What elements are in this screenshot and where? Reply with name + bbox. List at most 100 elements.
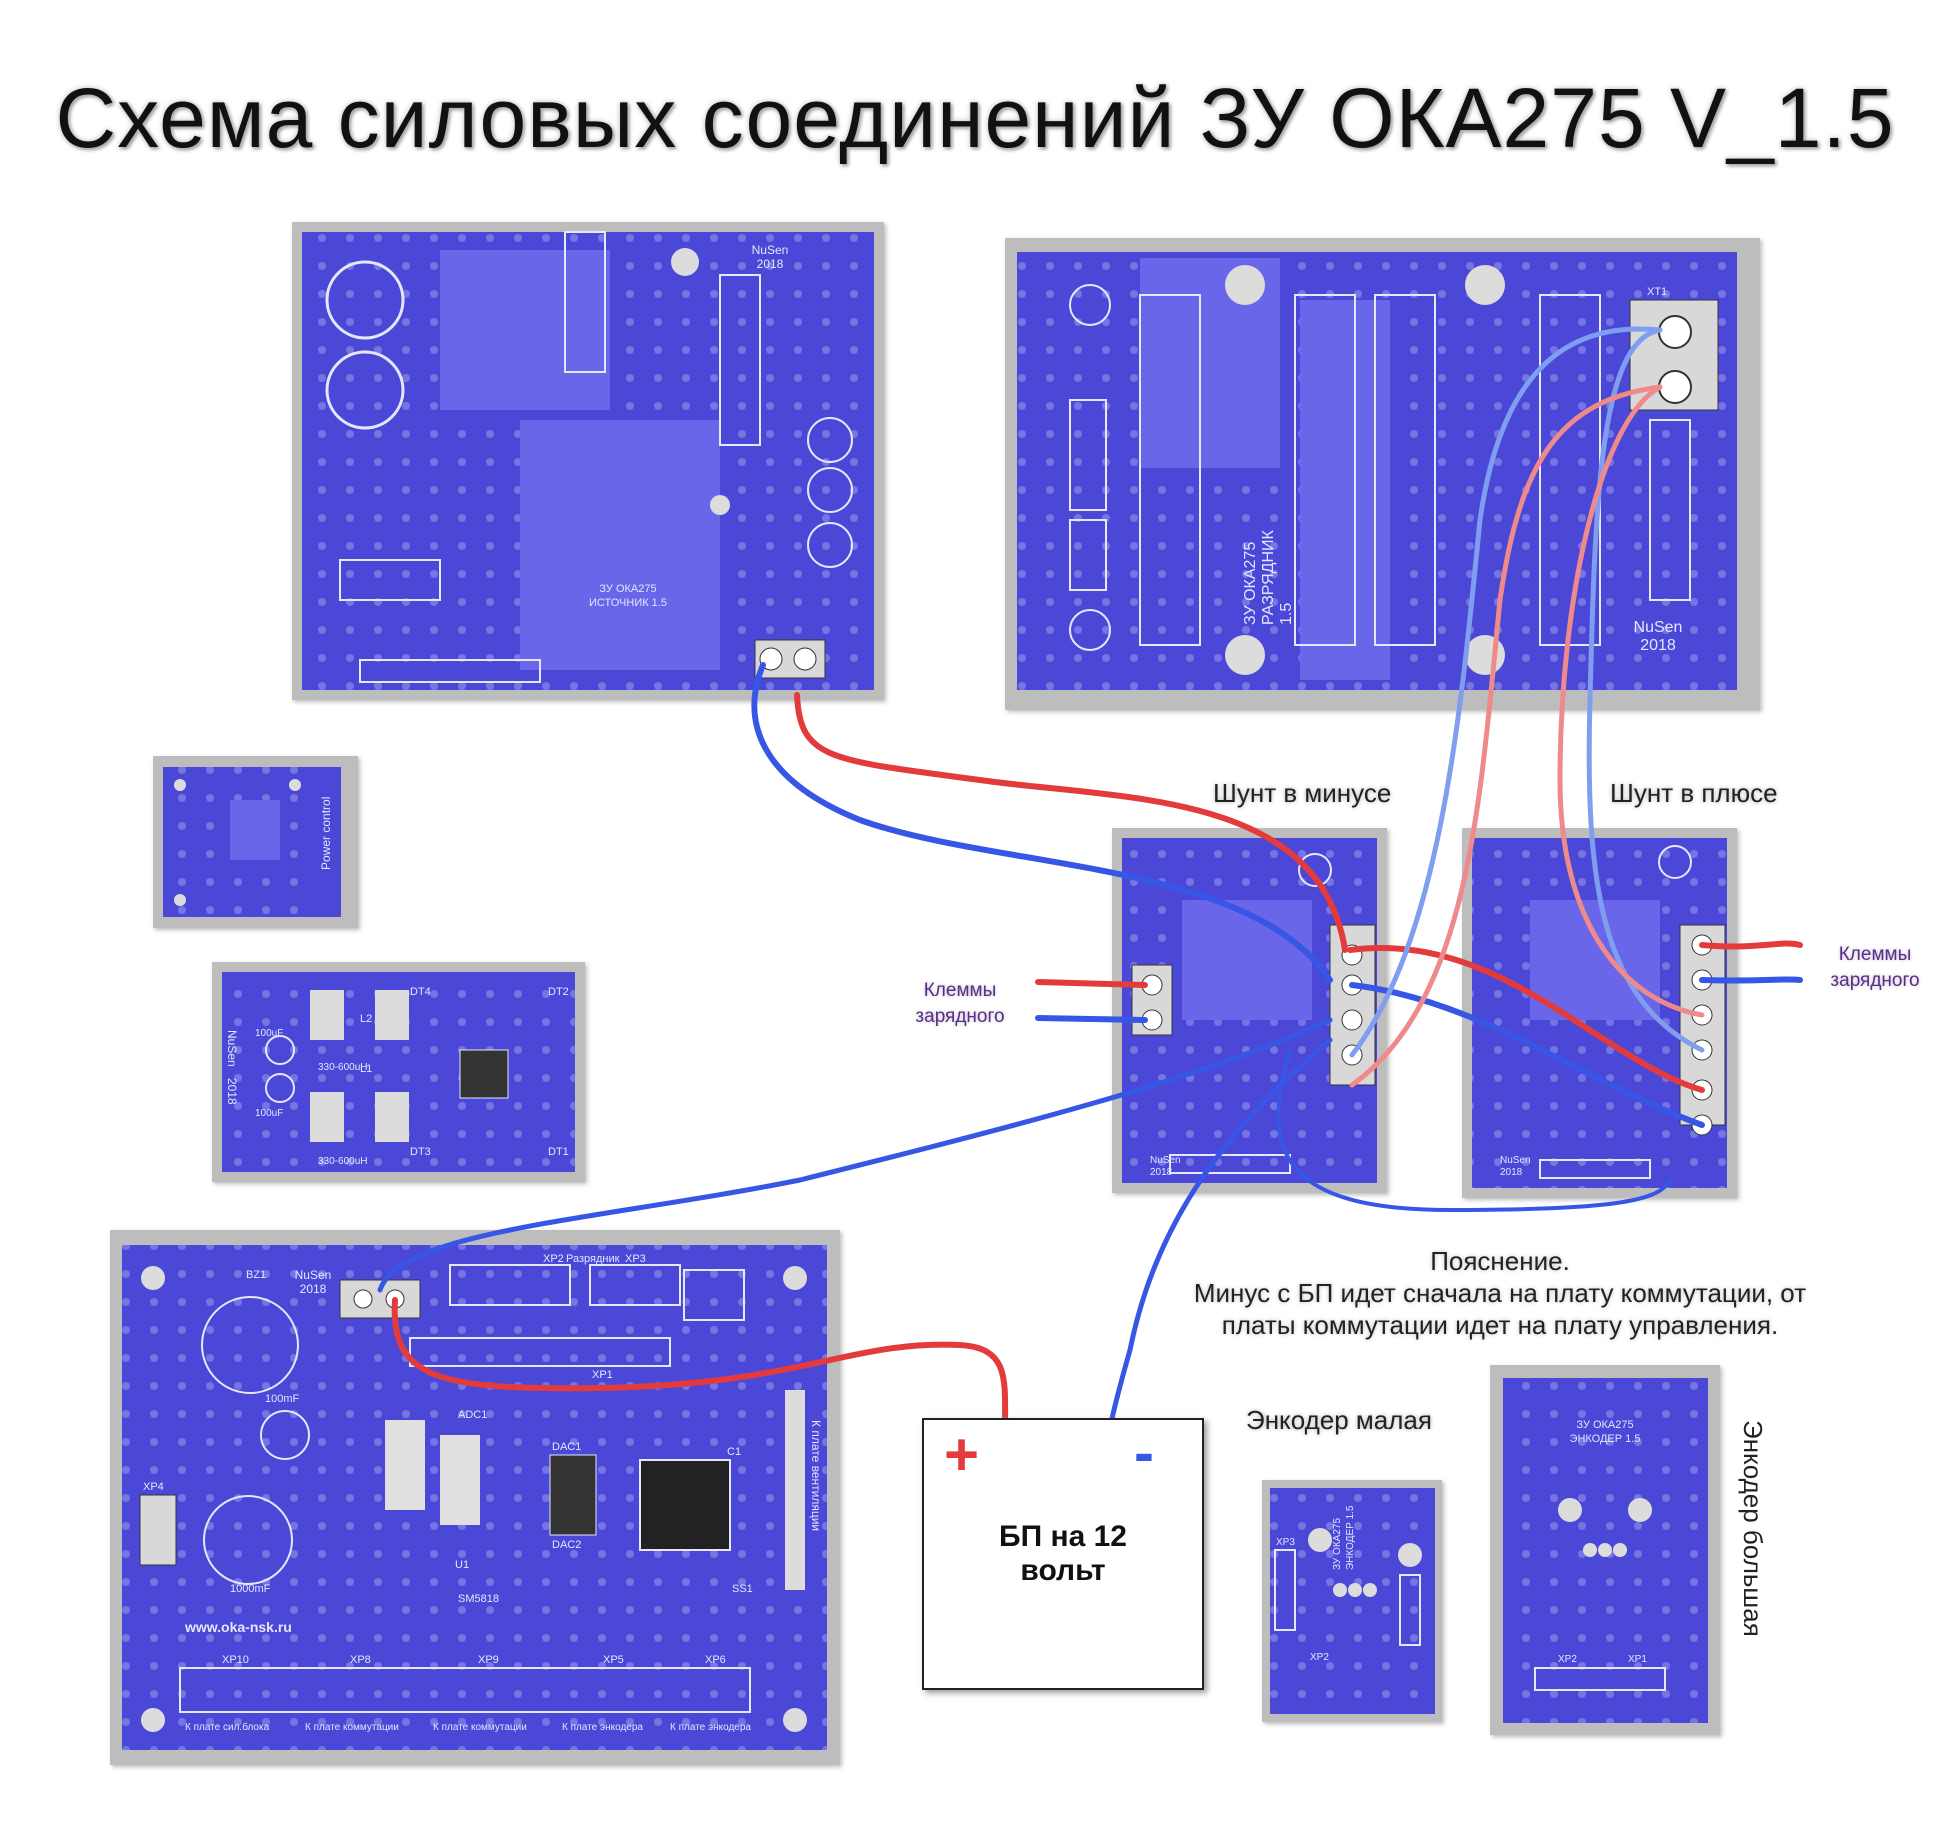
board-encoder-small: XP3 XP2 ЗУ ОКА275 ЭНКОДЕР 1.5 [1262, 1480, 1442, 1722]
control-header-xp5: XP5 [603, 1654, 624, 1666]
source-brand-2: 2018 [757, 257, 784, 271]
discharger-silk-3: 1.5 [1278, 603, 1295, 625]
source-silk-1: ЗУ ОКА275 [599, 583, 656, 595]
switch-plus-brand-1: NuSen [1500, 1155, 1531, 1166]
wire-blue-source-to-switch [751, 662, 1333, 983]
label-terminals-left-2: зарядного [915, 1006, 1005, 1027]
board-power-control: Power control [153, 756, 358, 928]
control-part-c1: C1 [727, 1446, 741, 1458]
control-header-xp3: XP3 [625, 1253, 646, 1265]
label-shunt-plus: Шунт в плюсе [1610, 778, 1778, 808]
discharger-silk-1: ЗУ ОКА275 [1242, 542, 1259, 625]
label-encoder-big: Энкодер большая [1738, 1420, 1768, 1637]
encoder-small-silk-1: ЗУ ОКА275 [1332, 1518, 1343, 1570]
encoder-small-part-xp3: XP3 [1276, 1537, 1295, 1548]
note-line-1: Пояснение. [1430, 1246, 1570, 1276]
wire-red-source-to-switch [794, 692, 1348, 953]
wire-red-control-to-psu [391, 1297, 1009, 1433]
control-part-dac2: DAC2 [552, 1539, 581, 1551]
discharger-silk-2: РАЗРЯДНИК [1260, 529, 1277, 625]
control-part-bz1: BZ1 [246, 1269, 266, 1281]
note-line-3: платы коммутации идет на плату управлени… [1221, 1310, 1779, 1340]
discharger-brand-1: NuSen [1634, 619, 1683, 636]
cooler-part-dt3: DT3 [410, 1146, 431, 1158]
control-bottom-3: К плате коммутации [433, 1722, 527, 1733]
label-terminals-right: Клеммы зарядного [1815, 942, 1935, 994]
control-header-xp10: XP10 [222, 1654, 249, 1666]
control-part-1000mf: 1000mF [230, 1583, 271, 1595]
control-bottom-2: К плате коммутации [305, 1722, 399, 1733]
control-header-xp4: XP4 [143, 1481, 164, 1493]
encoder-big-part-xp2: XP2 [1558, 1654, 1577, 1665]
discharger-terminal-label: XT1 [1647, 286, 1667, 298]
label-terminals-right-2: зарядного [1830, 970, 1920, 991]
label-shunt-minus: Шунт в минусе [1213, 778, 1392, 808]
board-control: NuSen 2018 www.oka-nsk.ru XP2 Разрядник … [110, 1230, 840, 1765]
control-bottom-1: К плате сил.блока [185, 1721, 270, 1733]
cooler-part-ind2: 330-600uH [318, 1156, 367, 1167]
discharger-brand-2: 2018 [1640, 637, 1676, 654]
board-encoder-big: ЗУ ОКА275 ЭНКОДЕР 1.5 XP2 XP1 [1490, 1365, 1720, 1735]
cooler-brand-1: NuSen [225, 1030, 239, 1067]
control-header-xp1: XP1 [592, 1369, 613, 1381]
cooler-part-cap2: 100uF [255, 1108, 283, 1119]
source-brand-1: NuSen [752, 243, 789, 257]
wire-blue-terminal-right [1699, 976, 1803, 984]
wire-lightred-discharger-1 [1349, 384, 1663, 1088]
control-side-label: К плате вентиляции [809, 1420, 823, 1531]
explanation-note: Пояснение. Минус с БП идет сначала на пл… [1140, 1245, 1860, 1341]
cooler-part-l1: L1 [360, 1063, 372, 1075]
cooler-part-cap1: 100uF [255, 1028, 283, 1039]
wire-blue-switch-loop [1276, 1048, 1672, 1213]
wire-blue-terminal-left [1035, 1015, 1148, 1023]
board-source: ЗУ ОКА275 ИСТОЧНИК 1.5 NuSen 2018 [292, 222, 884, 700]
psu-label-1: БП на 12 [999, 1520, 1127, 1553]
control-header-xp8: XP8 [350, 1654, 371, 1666]
encoder-small-silk-2: ЭНКОДЕР 1.5 [1345, 1505, 1356, 1570]
board-discharger: XT1 NuSen 2018 ЗУ ОКА275 РАЗРЯДНИК 1.5 [1005, 238, 1760, 710]
label-encoder-small: Энкодер малая [1246, 1405, 1432, 1435]
power-control-silk: Power control [319, 797, 333, 870]
cooler-part-l2: L2 [360, 1013, 372, 1025]
psu-box: + - БП на 12 вольт [922, 1418, 1204, 1690]
control-site: www.oka-nsk.ru [184, 1619, 292, 1635]
cooler-part-dt4: DT4 [410, 986, 431, 998]
note-line-2: Минус с БП идет сначала на плату коммута… [1193, 1278, 1807, 1308]
board-switch-minus: NuSen 2018 [1112, 828, 1387, 1193]
wire-lightred-discharger-2 [1557, 384, 1705, 1018]
cooler-part-dt2: DT2 [548, 986, 569, 998]
control-part-ss1: SS1 [732, 1583, 753, 1595]
switch-minus-brand-1: NuSen [1150, 1155, 1181, 1166]
encoder-big-part-xp1: XP1 [1628, 1654, 1647, 1665]
control-bottom-4: К плате энкодера [562, 1722, 643, 1733]
switch-minus-brand-2: 2018 [1150, 1167, 1173, 1178]
encoder-small-part-xp2: XP2 [1310, 1652, 1329, 1663]
encoder-big-silk-1: ЗУ ОКА275 [1576, 1419, 1633, 1431]
diagram-title: Схема силовых соединений ЗУ ОКА275 V_1.5 [55, 71, 1895, 165]
cooler-part-dt1: DT1 [548, 1146, 569, 1158]
psu-label-2: вольт [1020, 1554, 1106, 1587]
control-part-dac1: DAC1 [552, 1441, 581, 1453]
psu-plus-sign: + [944, 1421, 980, 1488]
control-bottom-5: К плате энкодера [670, 1722, 751, 1733]
wire-red-terminal-left [1035, 979, 1148, 988]
encoder-big-silk-2: ЭНКОДЕР 1.5 [1570, 1433, 1641, 1445]
control-brand-2: 2018 [300, 1282, 327, 1296]
label-terminals-left-1: Клеммы [923, 980, 997, 1001]
board-cooler: L1 L2 DT1 DT2 DT3 DT4 330-600uH 330-600u… [212, 962, 585, 1182]
wire-blue-switch-to-control [377, 1017, 1333, 1293]
switch-plus-brand-2: 2018 [1500, 1167, 1523, 1178]
control-header-discharger: Разрядник [566, 1253, 620, 1265]
wire-red-terminal-right [1699, 940, 1803, 950]
wire-lightblue-discharger-1 [1349, 326, 1663, 1058]
control-header-xp2: XP2 [543, 1253, 564, 1265]
label-terminals-left: Клеммы зарядного [900, 978, 1020, 1030]
psu-label: БП на 12 вольт [924, 1520, 1202, 1588]
cooler-part-ind1: 330-600uH [318, 1062, 367, 1073]
control-part-100mf: 100mF [265, 1393, 300, 1405]
label-terminals-right-1: Клеммы [1838, 944, 1912, 965]
wires [377, 326, 1803, 1463]
control-part-adc1: ADC1 [458, 1409, 487, 1421]
control-part-sm5818: SM5818 [458, 1593, 499, 1605]
